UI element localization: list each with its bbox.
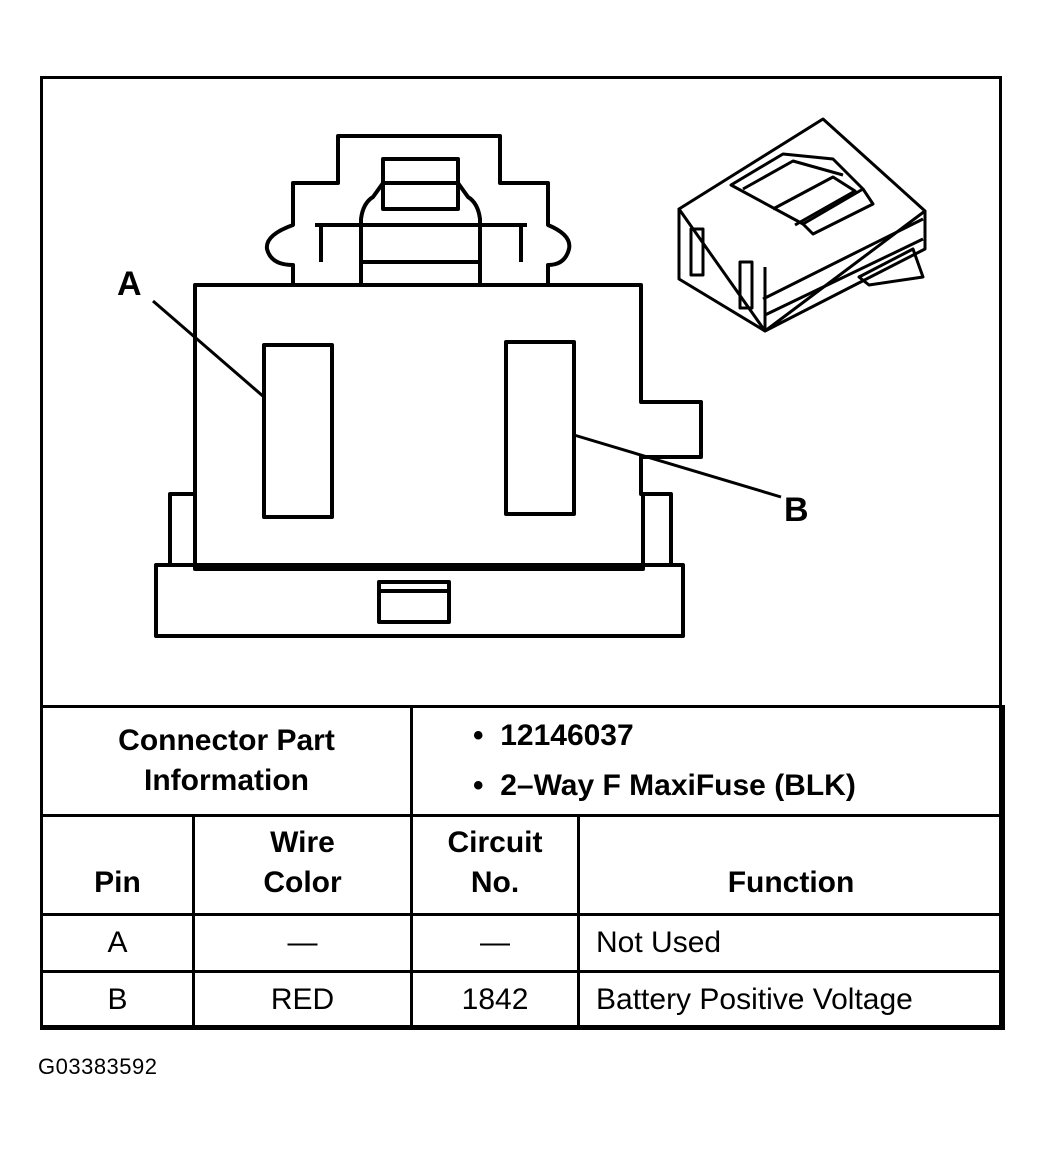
header-circuit-text: Circuit No. [447,826,543,899]
header-function: Function [577,814,1006,916]
connector-isometric-view [677,117,927,333]
header-wire-color: Wire Color [191,814,414,916]
table-row: B RED 1842 Battery Positive Voltage [40,970,1006,1030]
header-pin: Pin [40,814,195,916]
row-a-function: Not Used [577,913,1006,973]
part-description: 2–Way F MaxiFuse (BLK) [500,769,856,802]
part-number: 12146037 [500,719,634,752]
label-a: A [117,265,142,303]
row-b-pin: B [40,970,195,1030]
leader-line-b [573,433,782,499]
row-b-circuit: 1842 [410,970,581,1030]
header-circuit: Circuit No. [410,814,581,916]
pin-b-cavity [504,340,576,516]
table-header-row: Pin Wire Color Circuit No. Function [40,814,1006,916]
row-a-wire-color: — [191,913,414,973]
row-b-function: Battery Positive Voltage [577,970,1006,1030]
label-b: B [784,491,809,529]
table-row: A — — Not Used [40,913,1006,973]
part-info-label: Connector Part Information [118,724,335,797]
connector-figure-frame: A B Connector Part Infor [39,76,1006,1030]
pin-a-cavity [262,343,334,519]
leader-line-a [152,299,265,399]
connector-info-table: Connector Part Information • 12146037 • … [39,705,1006,1030]
header-wire-color-text: Wire Color [263,826,342,899]
connector-diagram: A B [117,117,927,638]
row-a-pin: A [40,913,195,973]
part-info-row: Connector Part Information • 12146037 • … [39,705,1006,817]
row-b-wire-color: RED [191,970,414,1030]
part-info-label-cell: Connector Part Information [39,705,414,817]
row-a-circuit: — [410,913,581,973]
part-info-item: • 12146037 [473,719,634,752]
part-info-values-cell: • 12146037 • 2–Way F MaxiFuse (BLK) [410,705,1006,817]
part-info-item: • 2–Way F MaxiFuse (BLK) [473,769,856,802]
figure-id: G03383592 [38,1054,158,1079]
